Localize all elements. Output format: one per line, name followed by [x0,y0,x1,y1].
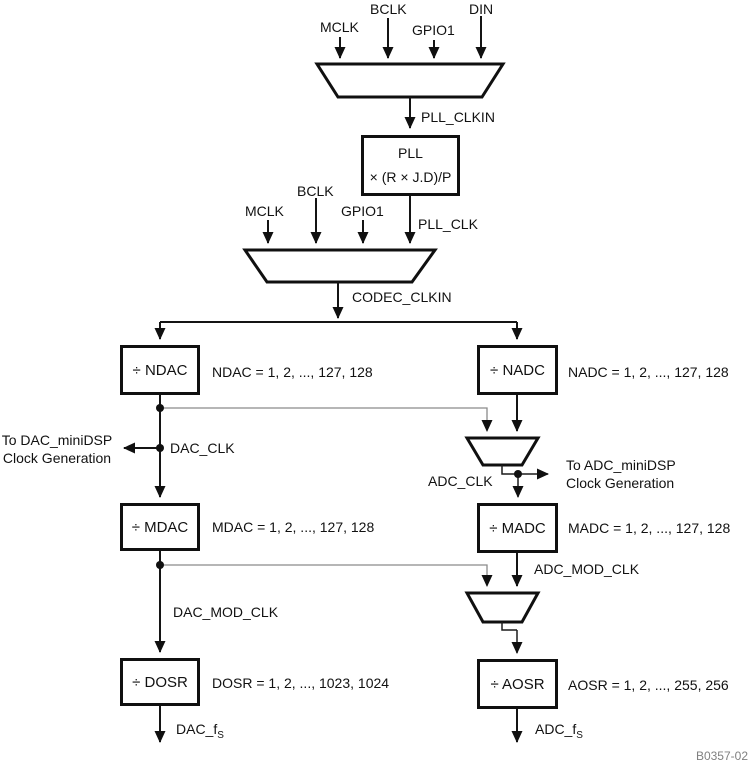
junction-dot [156,561,164,569]
dosr-divider-box: ÷ DOSR [120,658,200,706]
pll-title: PLL [398,145,423,161]
mux2-input-gpio1: GPIO1 [341,203,384,219]
wire-adcmux3-out [501,465,518,475]
adc-fs-sub: S [576,729,583,741]
figure-code: B0357-02 [695,749,748,763]
madc-range-label: MADC = 1, 2, ..., 127, 128 [568,520,731,536]
madc-label: ÷ MADC [489,519,546,537]
adc-minidsp-line2: Clock Generation [566,475,675,491]
ndac-divider-box: ÷ NDAC [120,345,200,395]
dosr-range-label: DOSR = 1, 2, ..., 1023, 1024 [212,675,390,691]
mdac-divider-box: ÷ MDAC [120,503,200,551]
pll-box: PLL × (R × J.D)/P [361,135,460,196]
mdac-range-label: MDAC = 1, 2, ..., 127, 128 [212,519,375,535]
aosr-range-label: AOSR = 1, 2, ..., 255, 256 [568,677,729,693]
adc-fs-base: ADC_f [535,721,577,737]
mux1-input-mclk: MCLK [320,19,359,35]
junction-dot [514,470,522,478]
ndac-label: ÷ NDAC [132,361,188,379]
nadc-divider-box: ÷ NADC [477,345,558,395]
mux2-input-bclk: BCLK [297,183,334,199]
dac-fs-label: DAC_fS [176,721,224,744]
dac-mod-clk-label: DAC_MOD_CLK [173,604,279,620]
dac-minidsp-line2: Clock Generation [2,450,112,466]
mux1-input-gpio1: GPIO1 [412,22,455,38]
pll-clk-label: PLL_CLK [418,216,478,232]
pll-clkin-label: PLL_CLKIN [421,109,495,125]
ndac-range-label: NDAC = 1, 2, ..., 127, 128 [212,364,373,380]
aosr-divider-box: ÷ AOSR [477,659,558,709]
pll-formula: × (R × J.D)/P [369,169,452,185]
dac-fs-sub: S [217,729,224,741]
mux1-input-din: DIN [469,1,494,17]
adc-mod-clk-mux [464,591,541,624]
dosr-label: ÷ DOSR [132,673,188,691]
dac-minidsp-line1: To DAC_miniDSP [1,432,113,448]
nadc-range-label: NADC = 1, 2, ..., 127, 128 [568,364,729,380]
junction-dot [156,444,164,452]
wire-dacmod-to-adcmux [160,564,493,587]
wire-adcmux4-out [501,622,517,631]
madc-divider-box: ÷ MADC [477,503,558,553]
wire-dacclk-to-adcmux [160,407,493,432]
adc-clk-label: ADC_CLK [428,473,493,489]
adc-minidsp-line1: To ADC_miniDSP [566,457,676,473]
adc-minidsp-note: To ADC_miniDSP Clock Generation [566,456,676,492]
adc-clk-mux [464,436,541,467]
dac-minidsp-note: To DAC_miniDSP Clock Generation [0,431,114,467]
adc-fs-label: ADC_fS [535,721,583,744]
junction-dot [156,404,164,412]
codec-clkin-label: CODEC_CLKIN [352,289,452,305]
aosr-label: ÷ AOSR [490,675,545,693]
clock-mux-1 [314,62,506,99]
adc-mod-clk-label: ADC_MOD_CLK [534,561,640,577]
mux1-input-bclk: BCLK [370,1,407,17]
nadc-label: ÷ NADC [490,361,545,379]
clock-mux-2 [242,248,438,284]
mux2-input-mclk: MCLK [245,203,284,219]
dac-fs-base: DAC_f [176,721,218,737]
dac-clk-label: DAC_CLK [170,440,235,456]
mdac-label: ÷ MDAC [131,518,189,536]
